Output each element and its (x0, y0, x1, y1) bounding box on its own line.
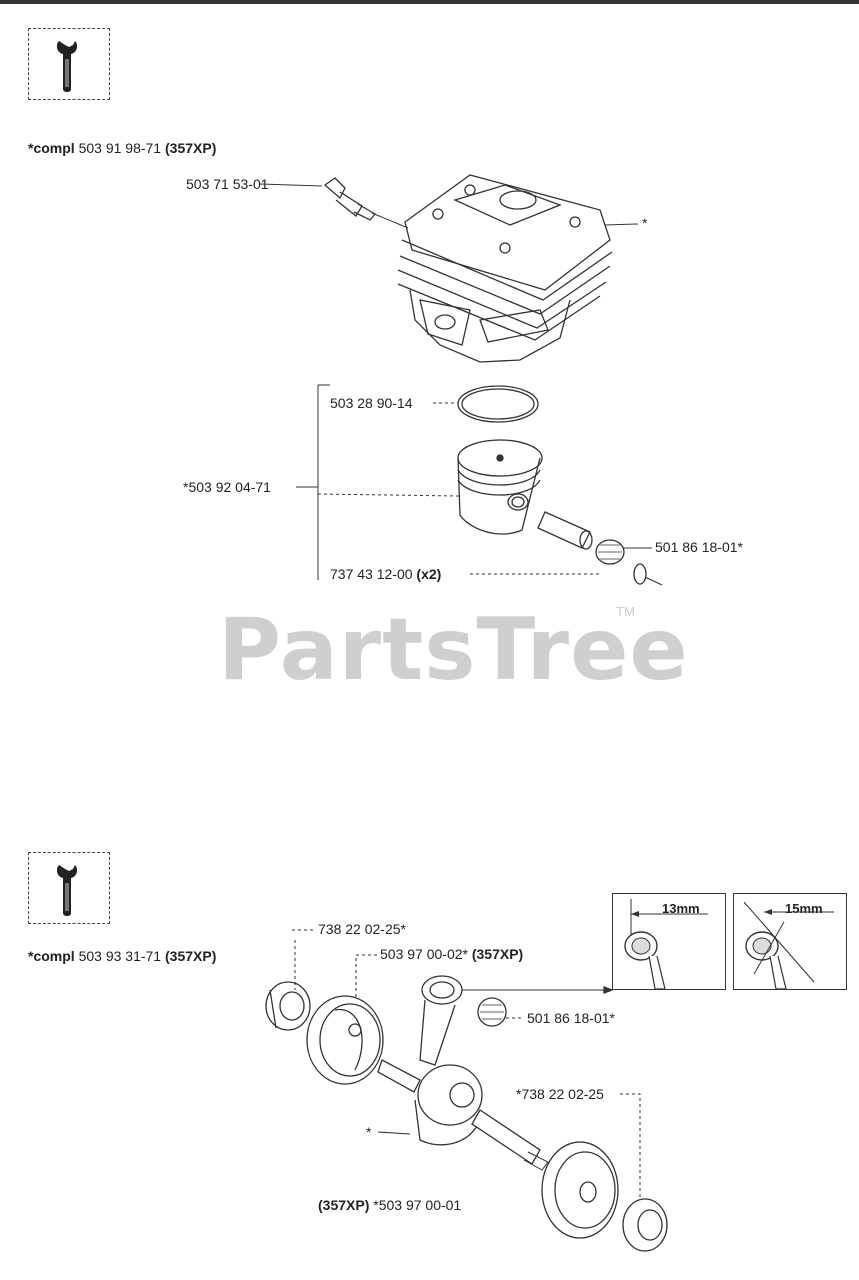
compl-label-1: *compl 503 91 98-71 (357XP) (28, 140, 217, 156)
decompression-valve-drawing (323, 177, 376, 221)
detail-label-13mm: 13mm (662, 901, 700, 916)
part-label-seal-top: 738 22 02-25* (318, 921, 406, 937)
crank-half-right-drawing (541, 1141, 619, 1239)
needle-bearing-drawing-1 (595, 539, 625, 565)
info-wrench-icon (28, 28, 110, 100)
part-label-piston-ring: 503 28 90-14 (330, 395, 413, 411)
crank-half-left-drawing (306, 995, 384, 1085)
detail-label-15mm: 15mm (785, 901, 823, 916)
connecting-rod-drawing (414, 975, 483, 1146)
part-label-crank-bottom: (357XP) *503 97 00-01 (318, 1197, 462, 1213)
part-label-crank-marker: * (366, 1124, 372, 1140)
part-label-cylinder-marker: * (642, 215, 648, 231)
part-label-decomp-valve: 503 71 53-01 (186, 176, 269, 192)
watermark-trademark: TM (616, 604, 635, 619)
part-label-circlip: 737 43 12-00 (x2) (330, 566, 442, 582)
detail-box-13mm (612, 893, 726, 990)
top-border (0, 0, 859, 4)
info-wrench-icon (28, 852, 110, 924)
part-label-needle-bearing-2: 501 86 18-01* (527, 1010, 615, 1026)
compl-label-2: *compl 503 93 31-71 (357XP) (28, 948, 217, 964)
needle-bearing-drawing-2 (477, 997, 507, 1027)
piston-drawing (457, 439, 543, 535)
seal-right-drawing (622, 1198, 668, 1252)
part-label-piston-kit: *503 92 04-71 (183, 479, 271, 495)
cylinder-drawing (397, 174, 613, 363)
circlip-drawing (633, 563, 647, 585)
part-label-needle-bearing-1: 501 86 18-01* (655, 539, 743, 555)
detail-box-15mm (733, 893, 847, 990)
piston-pin-drawing (537, 511, 591, 549)
piston-ring-drawing (457, 385, 539, 423)
part-label-seal-right: *738 22 02-25 (516, 1086, 604, 1102)
watermark-brand: PartsTree (218, 600, 689, 700)
seal-left-drawing (265, 981, 311, 1031)
part-label-crank-half: 503 97 00-02* (357XP) (380, 946, 524, 962)
